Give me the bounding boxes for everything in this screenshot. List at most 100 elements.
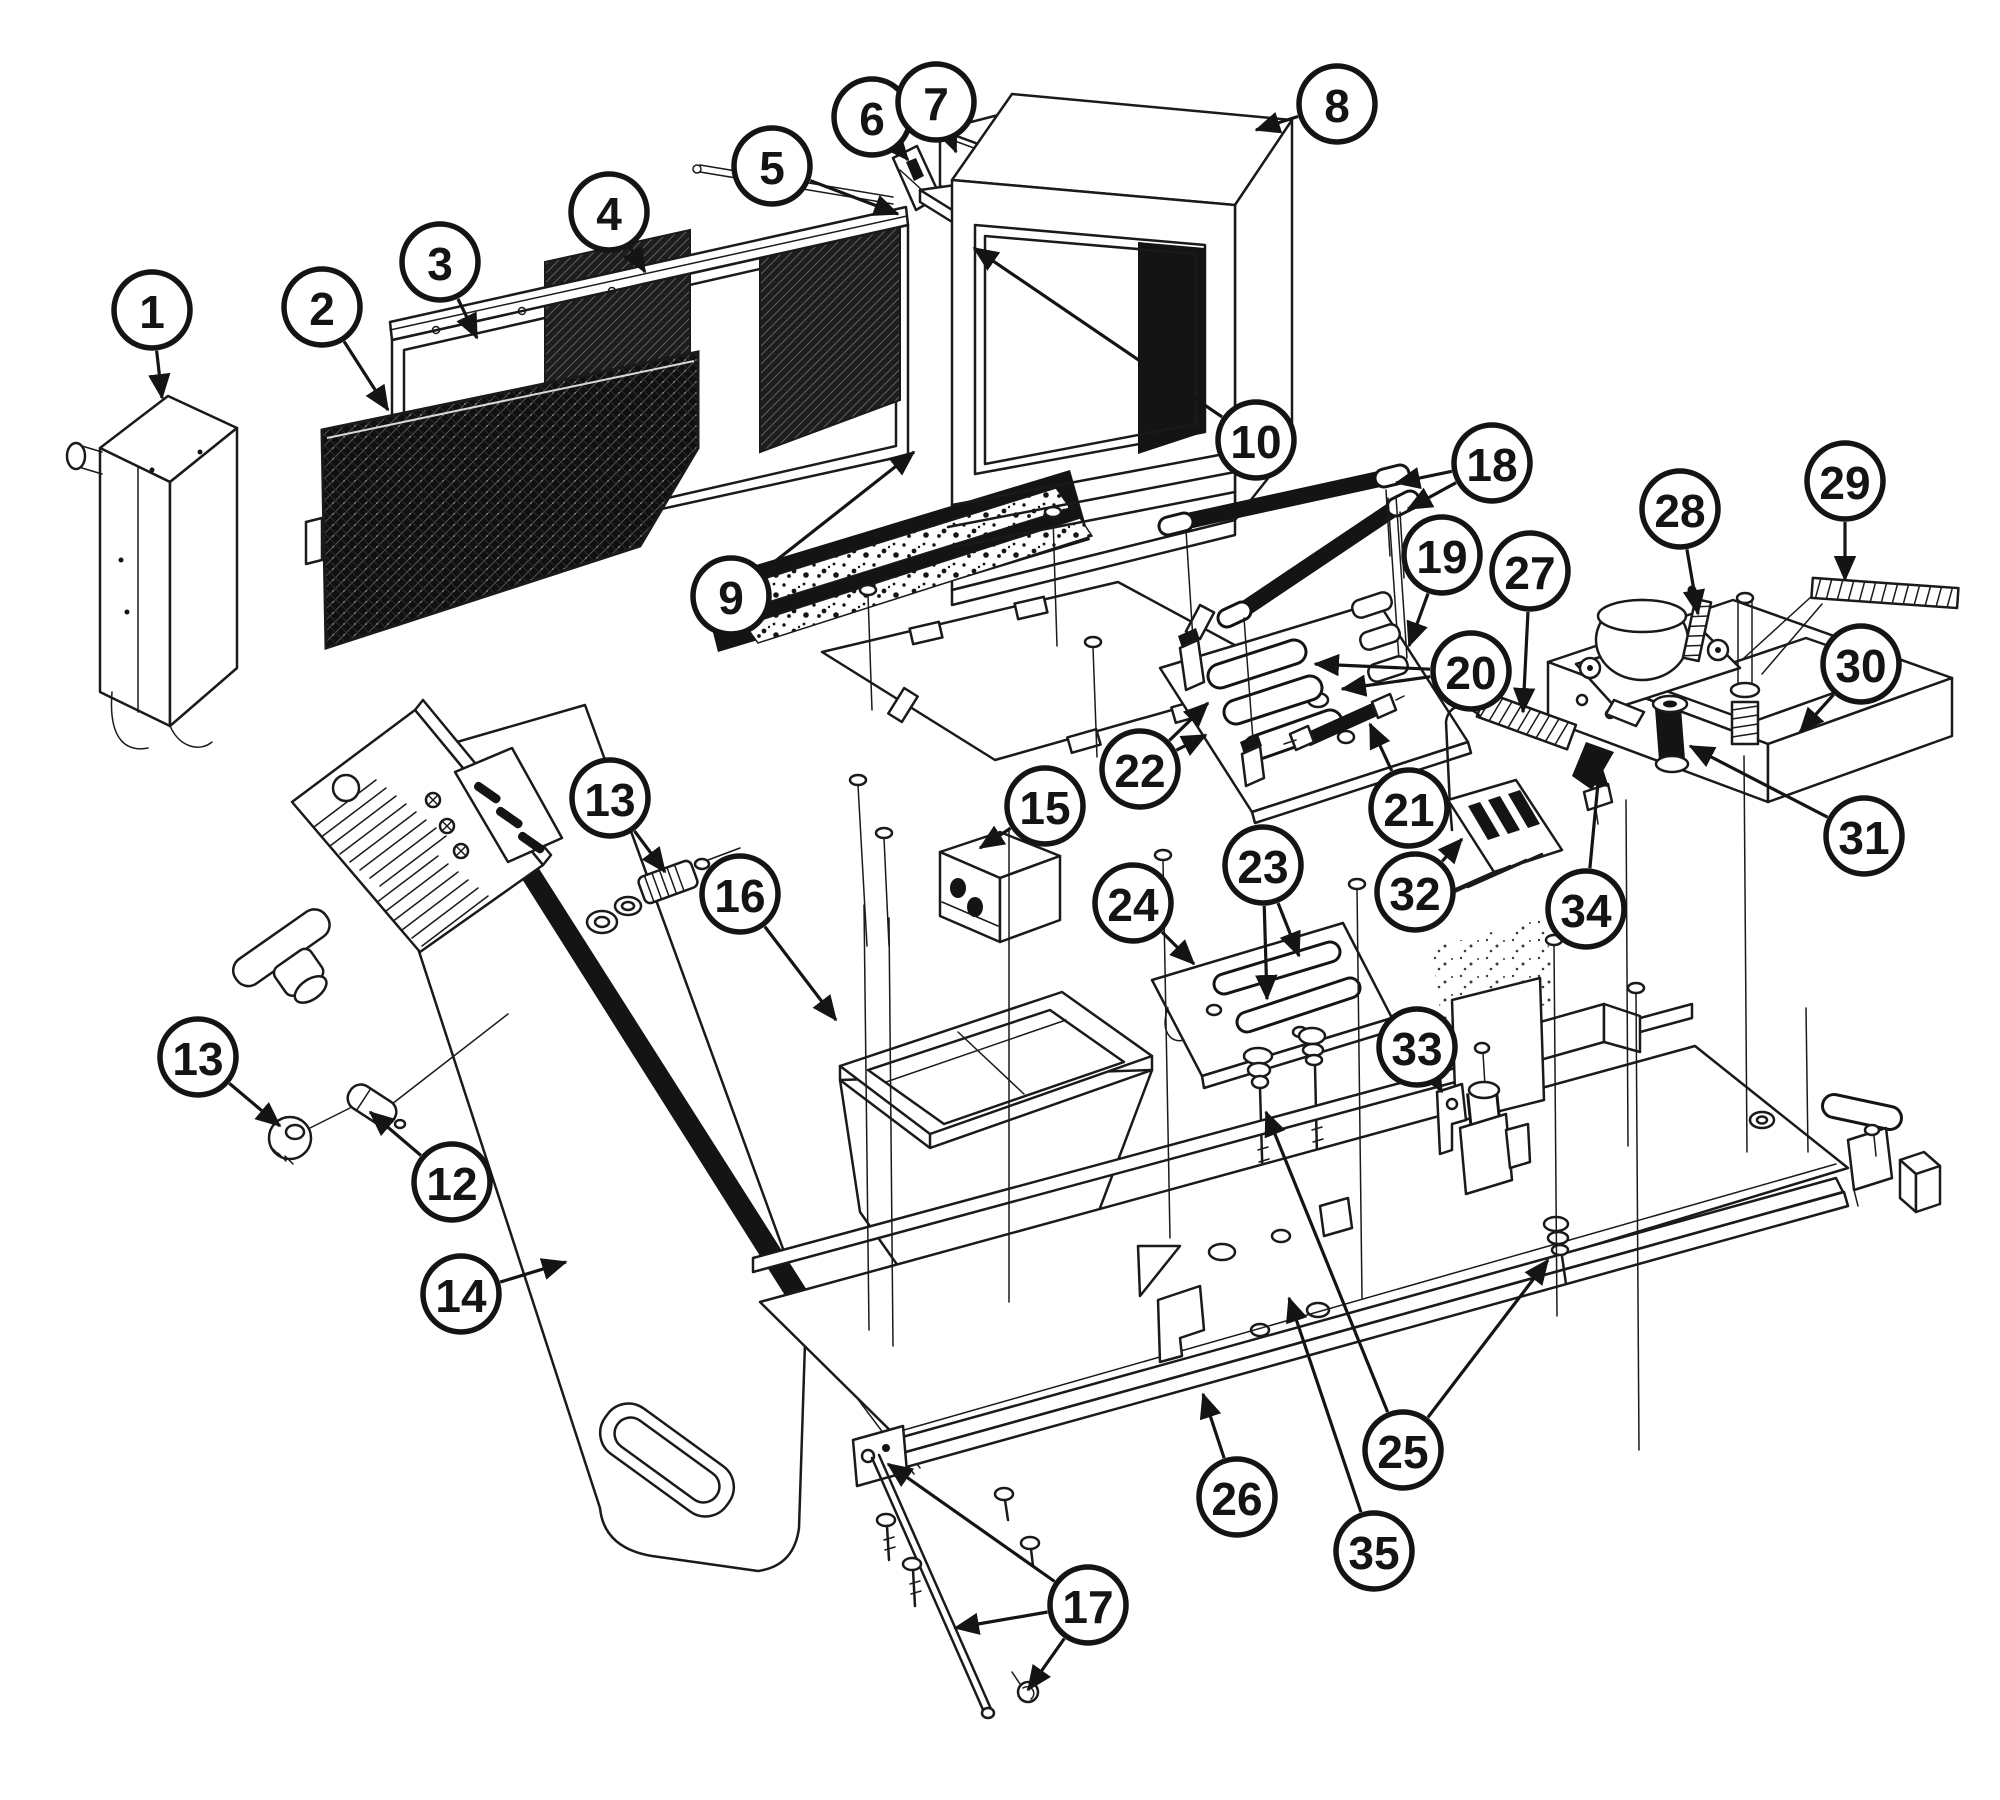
leader-line-6 [884, 134, 910, 162]
leader-line-25 [1426, 1258, 1550, 1419]
callout-23: 23 [1222, 824, 1304, 1001]
callout-5: 5 [731, 125, 900, 216]
part-14-side-panel [231, 698, 921, 1573]
callout-19: 19 [1401, 514, 1483, 648]
callout-number-9: 9 [718, 572, 744, 624]
callout-number-12: 12 [426, 1158, 477, 1210]
leader-line-13 [633, 829, 667, 874]
callout-30: 30 [1798, 623, 1902, 734]
callout-22: 22 [1099, 701, 1210, 810]
callout-circle-18 [1451, 422, 1533, 504]
callout-circle-34 [1545, 868, 1627, 950]
callout-number-15: 15 [1019, 782, 1070, 834]
callout-circle-24 [1092, 862, 1174, 944]
callout-21: 21 [1368, 722, 1450, 849]
callout-number-16: 16 [714, 870, 765, 922]
callout-number-10: 10 [1230, 416, 1281, 468]
callout-circle-35 [1333, 1510, 1415, 1592]
motor-assembly [1418, 576, 1960, 1153]
callout-6: 6 [831, 76, 913, 162]
callout-circle-21 [1368, 767, 1450, 849]
leader-line-22 [1175, 733, 1208, 756]
callout-27: 27 [1489, 530, 1571, 714]
leader-line-30 [1798, 693, 1835, 734]
callout-number-25: 25 [1377, 1426, 1428, 1478]
control-knob [231, 908, 331, 1004]
callout-25: 25 [1264, 1110, 1550, 1491]
part-1-side-box [65, 394, 239, 750]
callout-number-18: 18 [1466, 439, 1517, 491]
leader-line-28 [1682, 549, 1705, 616]
callout-circle-13 [569, 757, 651, 839]
callout-circle-3 [399, 221, 481, 303]
callout-circle-16 [699, 853, 781, 935]
callout-circle-31 [1823, 795, 1905, 877]
leader-line-2 [342, 340, 390, 412]
callout-circle-17 [1047, 1564, 1129, 1646]
leader-line-15 [978, 825, 1012, 850]
part-16-tray [838, 990, 1154, 1422]
leader-line-3 [456, 298, 479, 340]
leader-line-17 [1026, 1637, 1066, 1692]
callout-number-21: 21 [1383, 784, 1434, 836]
leader-line-22 [1168, 701, 1210, 742]
callout-24: 24 [1092, 862, 1196, 966]
callout-2: 2 [281, 266, 390, 412]
leader-line-5 [809, 179, 900, 216]
callout-32: 32 [1374, 837, 1464, 933]
leader-line-10 [972, 246, 1224, 419]
leader-line-35 [1286, 1296, 1363, 1513]
leader-line-34 [1586, 760, 1609, 869]
part-15-capacitor [938, 830, 1062, 944]
leader-line-24 [1160, 930, 1196, 966]
callout-number-34: 34 [1560, 885, 1612, 937]
part-17-rod [870, 1453, 1040, 1720]
leader-line-19 [1406, 592, 1430, 648]
callout-number-3: 3 [427, 238, 453, 290]
leader-line-21 [1368, 722, 1394, 772]
callout-26: 26 [1196, 1392, 1278, 1538]
callout-number-13: 13 [172, 1033, 223, 1085]
callout-18: 18 [1394, 422, 1533, 511]
callout-circle-14 [420, 1253, 502, 1335]
callout-29: 29 [1804, 440, 1886, 582]
callout-circle-2 [281, 266, 363, 348]
callout-31: 31 [1688, 744, 1905, 877]
callout-number-28: 28 [1654, 485, 1705, 537]
leader-line-16 [763, 925, 838, 1022]
callout-34: 34 [1545, 760, 1627, 950]
callout-number-33: 33 [1391, 1023, 1442, 1075]
leader-line-23 [1276, 902, 1301, 958]
leader-line-13 [228, 1082, 282, 1128]
callout-16: 16 [699, 853, 838, 1022]
leader-line-26 [1199, 1392, 1226, 1459]
callout-circle-22 [1099, 728, 1181, 810]
callout-circle-1 [111, 269, 193, 351]
callout-number-13: 13 [584, 774, 635, 826]
callout-28: 28 [1639, 468, 1721, 616]
callout-number-6: 6 [859, 93, 885, 145]
part-33-clip [1435, 1082, 1468, 1156]
callout-number-31: 31 [1838, 812, 1889, 864]
callout-circle-4 [568, 171, 650, 253]
callout-circle-25 [1362, 1409, 1444, 1491]
callout-17: 17 [886, 1462, 1129, 1692]
leader-line-17 [953, 1610, 1048, 1635]
callout-circle-32 [1374, 851, 1456, 933]
callout-number-5: 5 [759, 142, 785, 194]
callout-number-1: 1 [139, 286, 165, 338]
callout-number-7: 7 [923, 78, 949, 130]
callout-circle-20 [1430, 630, 1512, 712]
leader-line-12 [368, 1110, 422, 1157]
callout-9: 9 [690, 450, 916, 637]
louver-vents [309, 779, 489, 947]
leader-line-23 [1255, 905, 1278, 1001]
callout-circle-7 [895, 61, 977, 143]
leader-line-32 [1437, 837, 1464, 865]
callout-20: 20 [1313, 630, 1512, 712]
callout-circle-13 [157, 1016, 239, 1098]
callout-12: 12 [368, 1110, 493, 1223]
callout-4: 4 [568, 171, 650, 274]
callout-circle-8 [1296, 63, 1378, 145]
